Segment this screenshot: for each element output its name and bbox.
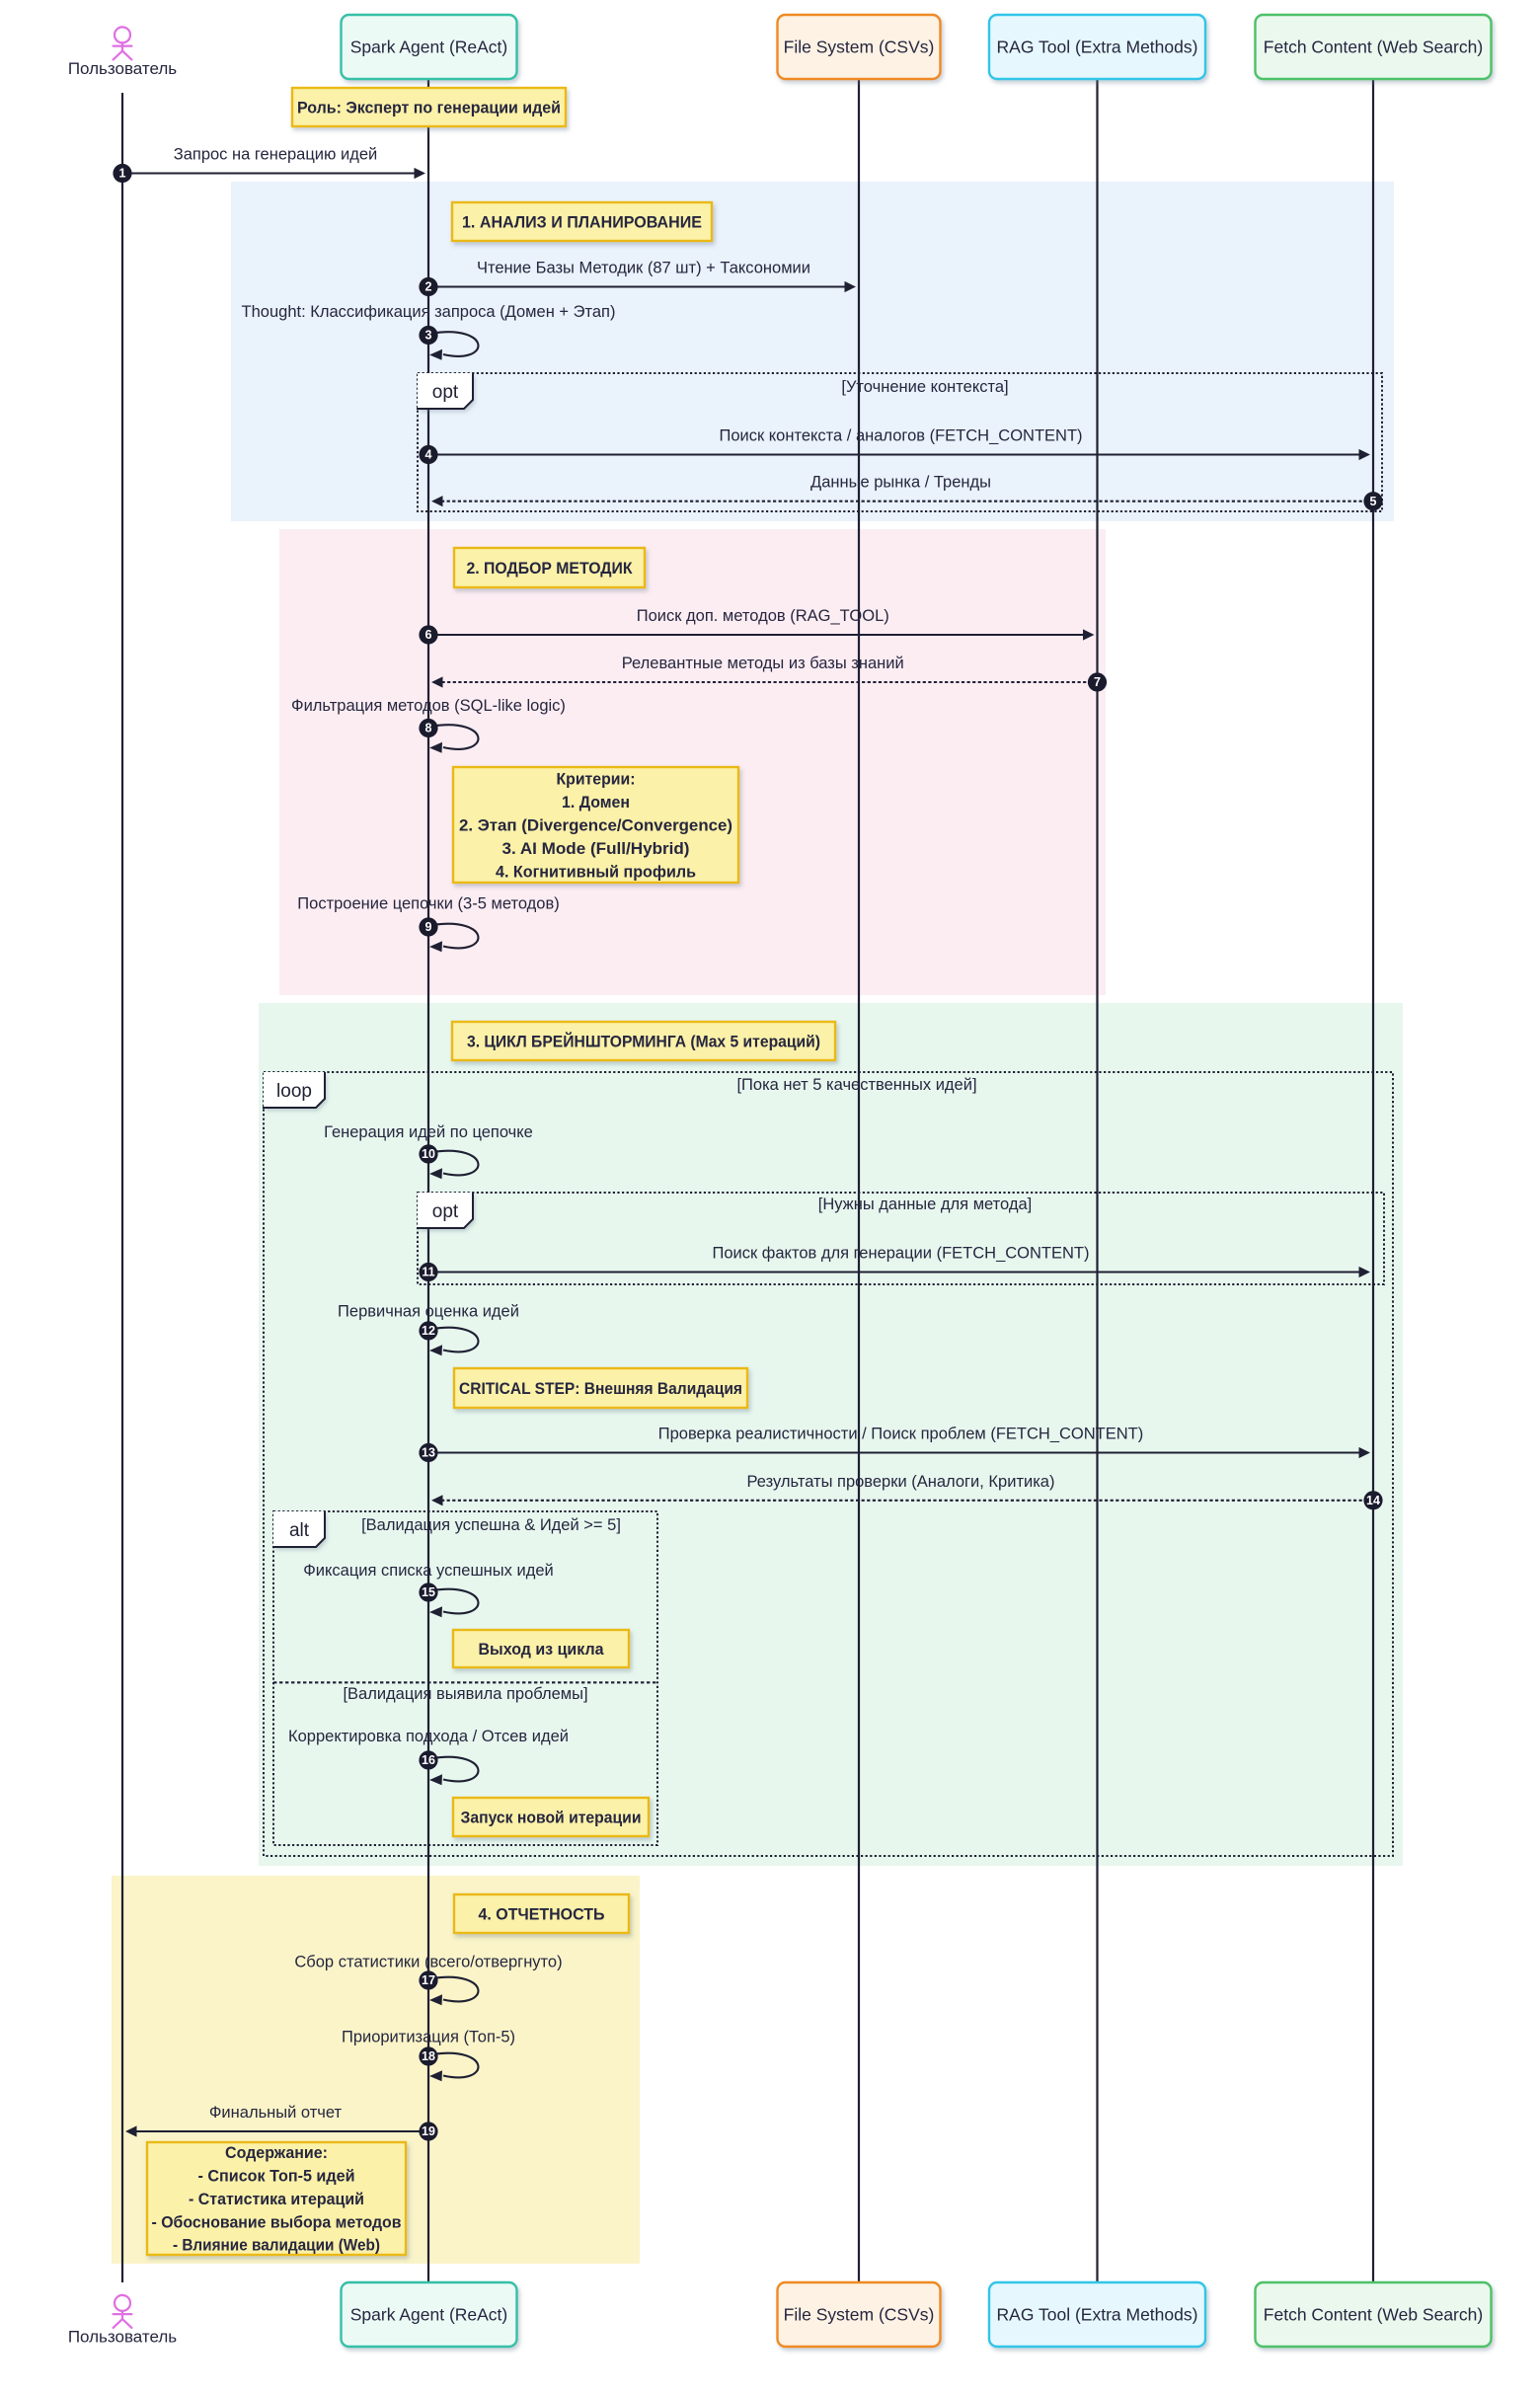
svg-text:Выход из цикла: Выход из цикла (479, 1640, 605, 1659)
svg-text:Пользователь: Пользователь (68, 2328, 177, 2347)
svg-text:13: 13 (422, 1446, 435, 1460)
svg-text:15: 15 (422, 1585, 435, 1599)
svg-text:18: 18 (422, 2049, 435, 2063)
svg-text:Поиск фактов для генерации (FE: Поиск фактов для генерации (FETCH_CONTEN… (713, 1245, 1090, 1263)
svg-text:Поиск контекста / аналогов (FE: Поиск контекста / аналогов (FETCH_CONTEN… (719, 427, 1082, 445)
svg-text:1: 1 (119, 167, 126, 181)
svg-text:2: 2 (425, 280, 432, 294)
svg-text:Фильтрация методов (SQL-like l: Фильтрация методов (SQL-like logic) (291, 697, 566, 715)
svg-text:3: 3 (425, 329, 432, 343)
svg-text:loop: loop (276, 1081, 312, 1102)
svg-text:Корректировка подхода / Отсев: Корректировка подхода / Отсев идей (288, 1728, 569, 1745)
svg-text:Релевантные методы из базы зна: Релевантные методы из базы знаний (622, 655, 904, 672)
svg-text:12: 12 (422, 1324, 435, 1338)
svg-text:4: 4 (425, 448, 432, 462)
svg-text:Приоритизация (Топ-5): Приоритизация (Топ-5) (342, 2029, 515, 2046)
svg-text:19: 19 (422, 2124, 435, 2138)
svg-text:6: 6 (425, 628, 432, 642)
svg-text:9: 9 (425, 920, 432, 934)
svg-text:Фиксация списка успешных идей: Фиксация списка успешных идей (303, 1562, 553, 1580)
svg-text:Fetch Content (Web Search): Fetch Content (Web Search) (1264, 38, 1483, 57)
svg-text:5: 5 (1370, 495, 1377, 508)
svg-text:[Пока нет 5 качественных идей]: [Пока нет 5 качественных идей] (736, 1076, 976, 1094)
svg-text:RAG Tool (Extra Methods): RAG Tool (Extra Methods) (997, 38, 1198, 57)
svg-text:Построение цепочки (3-5 методо: Построение цепочки (3-5 методов) (297, 894, 559, 912)
svg-text:Содержание:: Содержание: (225, 2143, 328, 2162)
svg-text:Запрос на генерацию идей: Запрос на генерацию идей (174, 146, 377, 164)
svg-text:CRITICAL STEP: Внешняя Валидац: CRITICAL STEP: Внешняя Валидация (459, 1379, 742, 1398)
svg-text:Первичная оценка идей: Первичная оценка идей (338, 1303, 519, 1321)
svg-text:Финальный отчет: Финальный отчет (209, 2104, 343, 2122)
svg-text:Чтение Базы Методик (87 шт) +: Чтение Базы Методик (87 шт) + Таксономии (477, 260, 810, 277)
svg-text:alt: alt (289, 1520, 310, 1541)
svg-text:Запуск новой итерации: Запуск новой итерации (461, 1809, 642, 1827)
svg-text:- Статистика итераций: - Статистика итераций (189, 2190, 364, 2208)
svg-text:14: 14 (1366, 1494, 1380, 1507)
svg-text:11: 11 (422, 1266, 434, 1279)
svg-text:File System (CSVs): File System (CSVs) (784, 38, 935, 57)
svg-text:[Уточнение контекста]: [Уточнение контекста] (841, 378, 1008, 396)
svg-text:[Валидация выявила проблемы]: [Валидация выявила проблемы] (343, 1685, 587, 1703)
svg-text:[Валидация успешна & Идей >= 5: [Валидация успешна & Идей >= 5] (361, 1516, 621, 1534)
svg-text:Пользователь: Пользователь (68, 59, 177, 78)
svg-text:1. Домен: 1. Домен (562, 793, 630, 811)
svg-text:3. AI Mode (Full/Hybrid): 3. AI Mode (Full/Hybrid) (502, 839, 690, 858)
svg-text:4. ОТЧЕТНОСТЬ: 4. ОТЧЕТНОСТЬ (479, 1905, 605, 1924)
svg-text:- Список Топ-5 идей: - Список Топ-5 идей (198, 2167, 355, 2186)
svg-text:File System (CSVs): File System (CSVs) (784, 2305, 935, 2325)
svg-text:4. Когнитивный профиль: 4. Когнитивный профиль (496, 862, 696, 881)
svg-text:16: 16 (422, 1753, 435, 1767)
svg-text:Поиск доп. методов (RAG_TOOL): Поиск доп. методов (RAG_TOOL) (637, 607, 889, 625)
svg-text:8: 8 (425, 722, 432, 735)
svg-text:10: 10 (422, 1147, 435, 1161)
svg-text:Критерии:: Критерии: (557, 770, 636, 789)
svg-text:Данные рынка / Тренды: Данные рынка / Тренды (810, 474, 991, 492)
svg-text:Thought: Классификация запроса: Thought: Классификация запроса (Домен + … (242, 303, 616, 321)
svg-text:opt: opt (432, 1201, 459, 1222)
svg-text:Результаты проверки (Аналоги,: Результаты проверки (Аналоги, Критика) (747, 1473, 1055, 1491)
svg-text:Роль: Эксперт по генерации иде: Роль: Эксперт по генерации идей (297, 99, 561, 117)
svg-text:Spark Agent (ReAct): Spark Agent (ReAct) (350, 38, 508, 57)
svg-text:Сбор статистики (всего/отвергн: Сбор статистики (всего/отвергнуто) (294, 1954, 562, 1971)
svg-text:Проверка реалистичности / Поис: Проверка реалистичности / Поиск проблем … (658, 1426, 1144, 1443)
svg-text:17: 17 (422, 1973, 435, 1987)
svg-text:2. Этап (Divergence/Convergenc: 2. Этап (Divergence/Convergence) (459, 816, 732, 835)
svg-text:1. АНАЛИЗ И ПЛАНИРОВАНИЕ: 1. АНАЛИЗ И ПЛАНИРОВАНИЕ (462, 212, 702, 231)
svg-text:Spark Agent (ReAct): Spark Agent (ReAct) (350, 2305, 508, 2325)
svg-text:- Влияние валидации (Web): - Влияние валидации (Web) (173, 2236, 380, 2255)
svg-text:[Нужны данные для метода]: [Нужны данные для метода] (818, 1196, 1033, 1213)
svg-text:2. ПОДБОР МЕТОДИК: 2. ПОДБОР МЕТОДИК (467, 559, 634, 578)
svg-text:Fetch Content (Web Search): Fetch Content (Web Search) (1264, 2305, 1483, 2325)
svg-text:Генерация идей по цепочке: Генерация идей по цепочке (324, 1123, 533, 1141)
svg-text:RAG Tool (Extra Methods): RAG Tool (Extra Methods) (997, 2305, 1198, 2325)
svg-text:opt: opt (432, 382, 459, 403)
svg-text:- Обоснование выбора методов: - Обоснование выбора методов (152, 2212, 402, 2231)
svg-text:7: 7 (1094, 675, 1101, 689)
svg-text:3. ЦИКЛ БРЕЙНШТОРМИНГА (Max 5: 3. ЦИКЛ БРЕЙНШТОРМИНГА (Max 5 итераций) (467, 1033, 820, 1051)
